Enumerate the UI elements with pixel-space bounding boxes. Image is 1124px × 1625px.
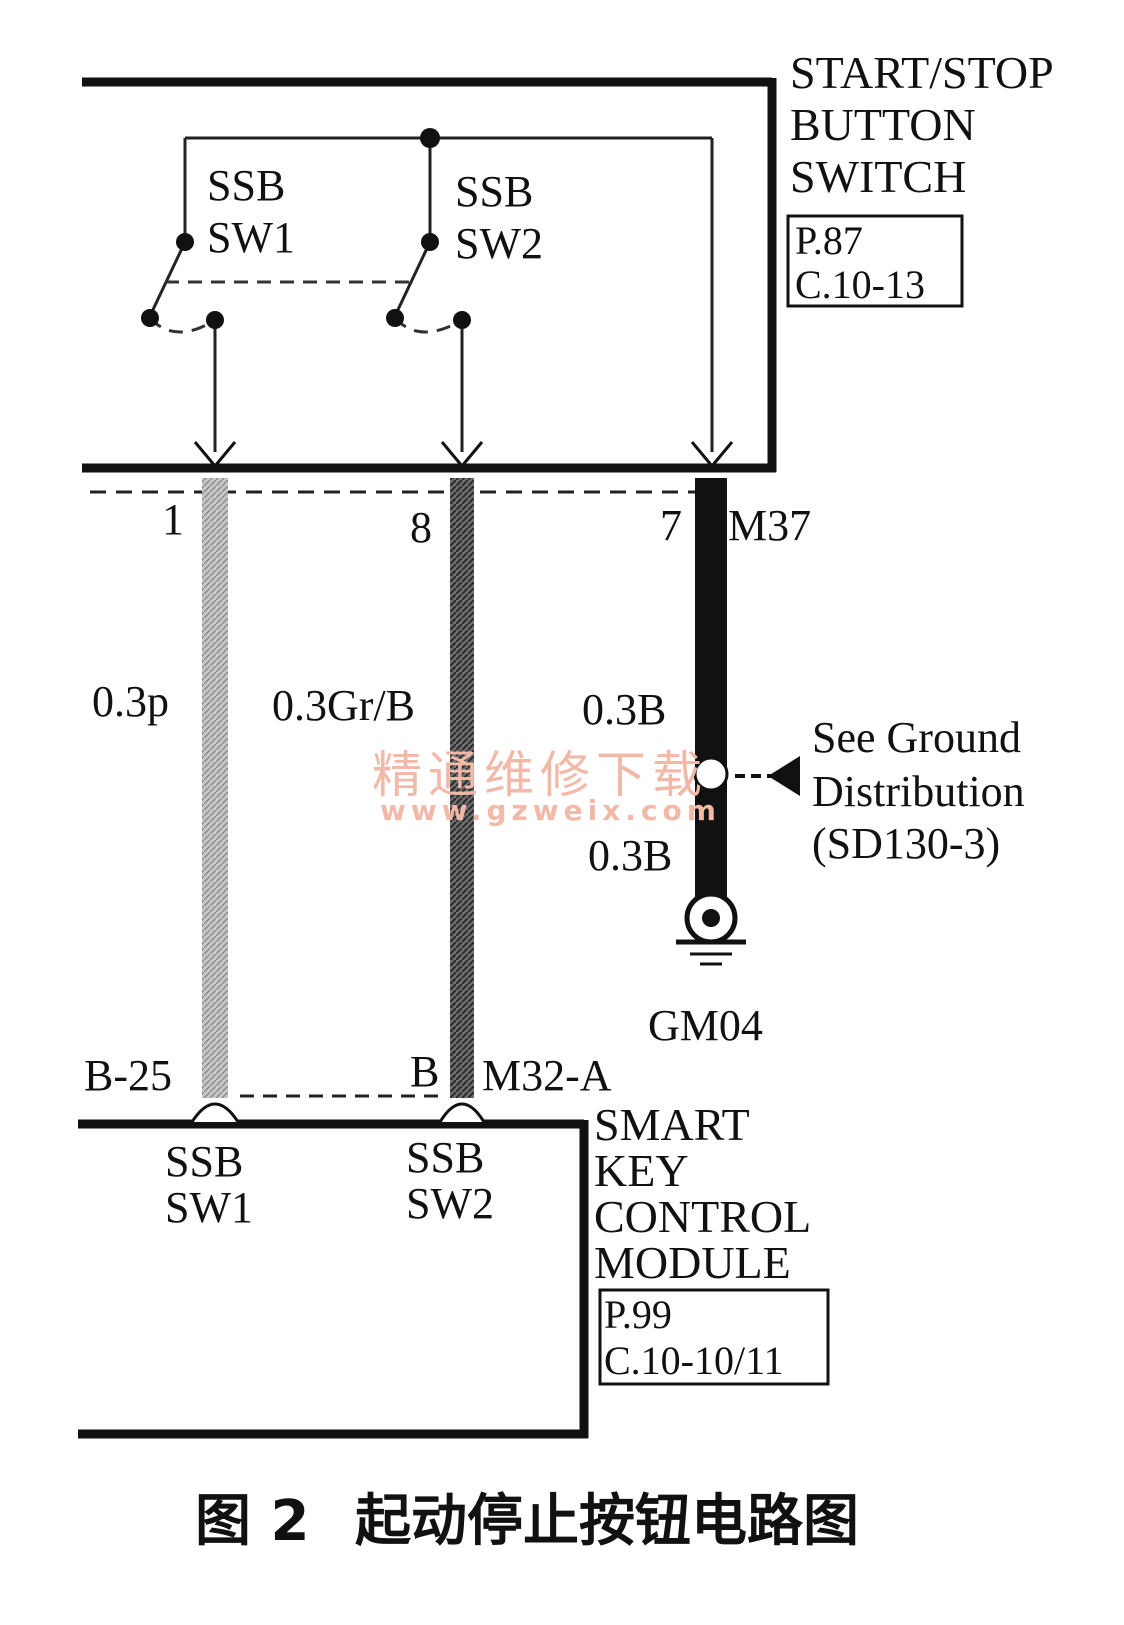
pin-1-label: 1 <box>162 495 184 544</box>
connector-b-pin: B <box>410 1047 439 1096</box>
watermark-url: www.gzweix.com <box>380 794 721 827</box>
module-ssb-sw2-line-2: SW2 <box>406 1179 494 1228</box>
splice-point <box>693 756 729 792</box>
module-ref-box <box>598 1288 830 1386</box>
ground-ref-arrow-icon <box>768 756 800 796</box>
wire-label-0-3gr-b: 0.3Gr/B <box>272 681 415 730</box>
module-housing <box>78 1119 589 1439</box>
figure-title: 起动停止按钮电路图 <box>355 1489 859 1554</box>
module-name-line-3: CONTROL <box>594 1191 811 1242</box>
module-name-line-2: KEY <box>594 1145 689 1196</box>
switch-housing <box>82 77 777 473</box>
ground-point-id: GM04 <box>648 1001 763 1050</box>
module-ref-page: P.99 <box>604 1292 672 1337</box>
connector-m37-terminals <box>193 441 734 469</box>
switch-name-line-3: SWITCH <box>790 151 966 202</box>
switch-internal-bus <box>148 136 714 452</box>
switch-link-dashed <box>148 280 463 334</box>
switch-name-line-1: START/STOP <box>790 47 1054 98</box>
wire-label-0-3b-upper: 0.3B <box>582 685 666 734</box>
switch-ref-page: P.87 <box>795 218 863 263</box>
ssb-sw1-label-line-2: SW1 <box>207 213 295 262</box>
switch-ref-connector: C.10-13 <box>795 262 925 307</box>
switch-ref-box <box>786 214 964 308</box>
module-name-line-1: SMART <box>594 1099 750 1150</box>
switch-name-line-2: BUTTON <box>790 99 976 150</box>
watermark-cn: 精通维修下载 <box>372 746 708 804</box>
wire-label-0-3b-lower: 0.3B <box>588 831 672 880</box>
wire-0-3gr-b <box>450 478 474 1098</box>
wire-0-3b <box>695 478 727 903</box>
module-ref-connector: C.10-10/11 <box>604 1338 784 1383</box>
ssb-sw1-label-line-1: SSB <box>207 161 285 210</box>
pin-7-label: 7 <box>660 501 682 550</box>
ground-icon <box>676 891 746 966</box>
ground-ref-line-2: Distribution <box>812 767 1025 816</box>
ground-ref-line-1: See Ground <box>812 713 1021 762</box>
figure-number: 图 2 <box>195 1489 309 1554</box>
switch-contacts <box>141 128 471 329</box>
ssb-sw2-label-line-1: SSB <box>455 167 533 216</box>
wire-label-0-3p: 0.3p <box>92 677 169 726</box>
wire-0-3p <box>202 478 228 1098</box>
module-name-line-4: MODULE <box>594 1237 791 1288</box>
connector-m32-a-id: M32-A <box>482 1051 612 1100</box>
module-ssb-sw1-line-1: SSB <box>165 1137 243 1186</box>
ssb-sw2-label-line-2: SW2 <box>455 219 543 268</box>
ground-ref-line-3: (SD130-3) <box>812 819 1000 868</box>
connector-b-25-pin: B-25 <box>84 1051 172 1100</box>
module-ssb-sw2-line-1: SSB <box>406 1133 484 1182</box>
module-ssb-sw1-line-2: SW1 <box>165 1183 253 1232</box>
pin-8-label: 8 <box>410 503 432 552</box>
connector-m37-id: M37 <box>728 501 811 550</box>
connector-m32-terminals <box>190 1102 486 1123</box>
